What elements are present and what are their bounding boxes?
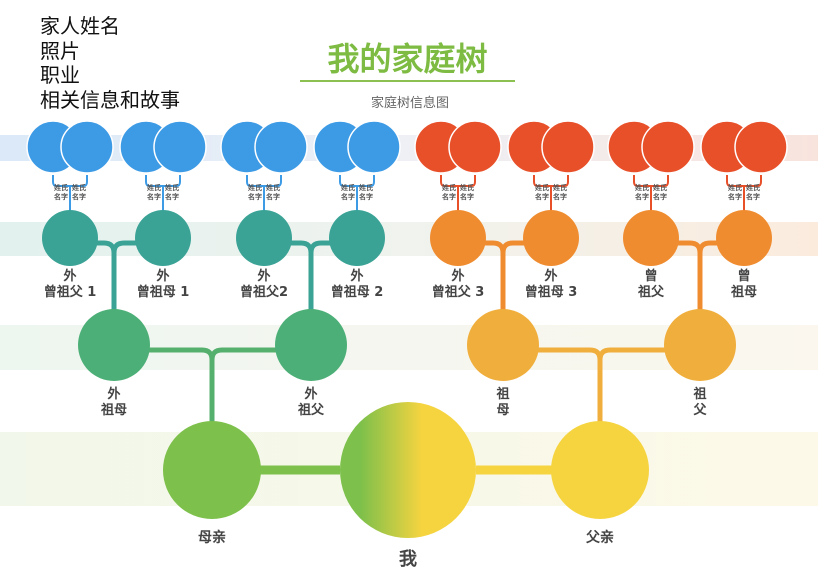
legend-item: 相关信息和故事 [40,87,180,112]
mother-circle [163,421,261,519]
ancestor-name-label: 姓氏 名字 [535,184,549,201]
great-grandparent-label: 外 曾祖母 2 [330,269,384,300]
pair-connector-line [52,175,88,212]
grandparent-connector [503,347,700,430]
ancestor-name-label: 姓氏 名字 [147,184,161,201]
great-grandparent-label: 外 曾祖母 1 [136,269,190,300]
great-grandparent-connector [651,240,744,320]
legend-item: 家人姓名 [40,14,120,38]
great-grandparent-connector [70,240,163,320]
great-grandparent-connector [458,240,551,320]
grandparent-circle [78,309,150,381]
great-grandparent-circle [430,210,486,266]
great-grandparent-label: 外 曾祖父 1 [43,269,97,300]
great-grandparent-label: 曾 祖母 [730,269,757,300]
ancestor-name-label: 姓氏 名字 [553,184,567,201]
ancestor-name-label: 姓氏 名字 [165,184,179,201]
great-grandparent-circle [135,210,191,266]
pair-connector-line [533,175,569,212]
pair-connector-line [339,175,375,212]
great-grandparent-circle [236,210,292,266]
ancestor-name-label: 姓氏 名字 [460,184,474,201]
ancestor-name-label: 姓氏 名字 [341,184,355,201]
great-grandparent-circle [42,210,98,266]
mother-label: 母亲 [198,530,226,546]
grandparent-circle [275,309,347,381]
title-underline [300,80,515,82]
ancestor-name-label: 姓氏 名字 [728,184,742,201]
ancestor-name-label: 姓氏 名字 [442,184,456,201]
grandparent-circle [664,309,736,381]
grandparent-circle [467,309,539,381]
ancestor-photo-circle [254,120,308,174]
grandparent-connector [114,347,311,430]
pair-connector-line [145,175,181,212]
legend-item: 职业 [40,63,80,87]
ancestor-photo-circle [641,120,695,174]
ancestor-name-label: 姓氏 名字 [653,184,667,201]
ancestor-name-label: 姓氏 名字 [635,184,649,201]
pair-connector-line [726,175,762,212]
great-grandparent-circle [716,210,772,266]
father-label: 父亲 [586,530,614,546]
ancestor-name-label: 姓氏 名字 [54,184,68,201]
great-grandparent-connector [264,240,357,320]
page-title: 我的家庭树 [327,40,488,78]
ancestor-photo-circle [448,120,502,174]
ancestor-photo-circle [347,120,401,174]
great-grandparent-circle [623,210,679,266]
legend-item: 照片 [40,38,80,63]
subtitle: 家庭树信息图 [370,96,449,111]
me-circle [340,402,476,538]
ancestor-photo-circle [60,120,114,174]
ancestor-photo-circle [153,120,207,174]
great-grandparent-label: 外 曾祖母 3 [524,269,578,300]
great-grandparent-circle [329,210,385,266]
me-label: 我 [399,549,417,570]
ancestor-name-label: 姓氏 名字 [746,184,760,201]
ancestor-name-label: 姓氏 名字 [72,184,86,201]
father-circle [551,421,649,519]
grandparent-label: 祖 父 [693,387,707,418]
pair-connector-line [246,175,282,212]
great-grandparent-label: 外 曾祖父 3 [431,269,485,300]
great-grandparent-label: 曾 祖父 [637,269,664,300]
pair-connector-line [633,175,669,212]
legend: 家人姓名 照片 职业 相关信息和故事 [40,14,180,112]
ancestor-name-label: 姓氏 名字 [266,184,280,201]
ancestor-name-label: 姓氏 名字 [248,184,262,201]
grandparent-label: 祖 母 [496,387,510,418]
great-grandparent-circle [523,210,579,266]
pair-connector-line [440,175,476,212]
great-grandparent-label: 外 曾祖父2 [239,269,289,300]
ancestor-photo-circle [541,120,595,174]
ancestor-name-label: 姓氏 名字 [359,184,373,201]
grandparent-label: 外 祖母 [100,387,127,418]
ancestor-photo-circle [734,120,788,174]
grandparent-label: 外 祖父 [297,387,324,418]
